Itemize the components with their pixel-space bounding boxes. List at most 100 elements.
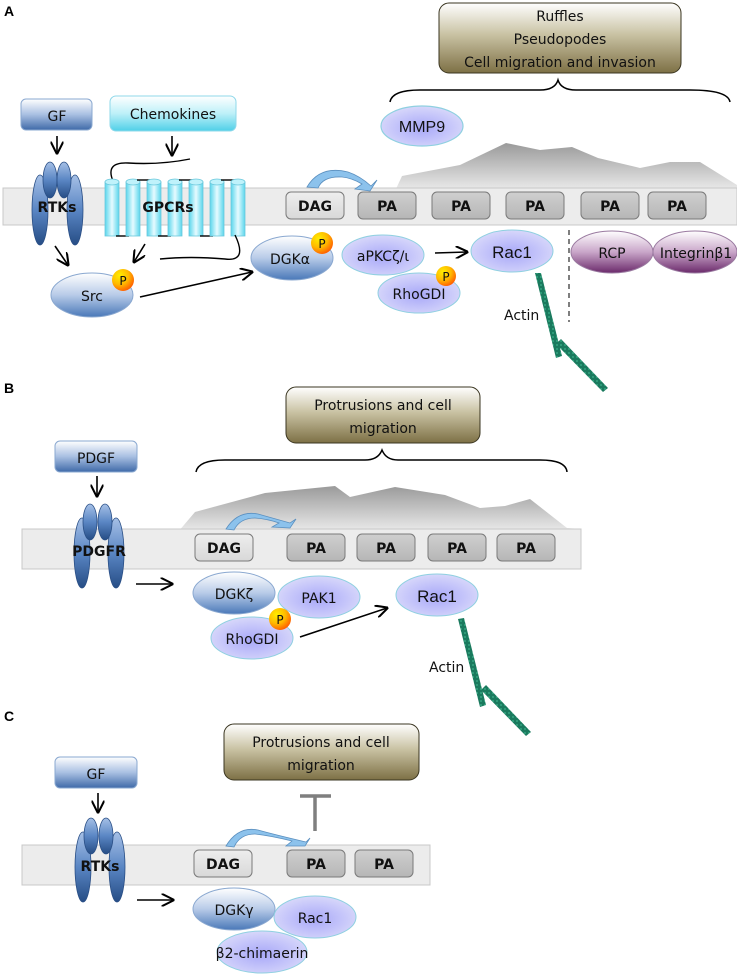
arrow-apkc-rac1: [434, 252, 467, 253]
dgk-zeta-label: DGKζ: [215, 587, 253, 603]
pa-lipid: PA: [286, 849, 346, 878]
outcome-line: Ruffles: [536, 9, 583, 25]
curly-brace-a: [389, 77, 731, 103]
ligand-label: PDGF: [77, 451, 115, 467]
rtk-receptor-a: RTKs: [31, 161, 84, 246]
actin-filament-b: [458, 618, 531, 736]
phospho-label: P: [119, 274, 126, 288]
lipid-label: PA: [451, 199, 471, 215]
actin-label: Actin: [504, 308, 539, 324]
pak1-label: PAK1: [301, 591, 336, 607]
phospho-badge: [436, 266, 456, 286]
pak1-protein: [277, 575, 361, 619]
lipid-label: PA: [667, 199, 687, 215]
ruffle-shape-a: [395, 143, 737, 191]
rac1-protein-a: [470, 229, 554, 273]
dgk-gamma-protein: [192, 887, 276, 931]
pa-lipid: PA: [356, 533, 416, 562]
lipid-label: PA: [600, 199, 620, 215]
outcome-line: Cell migration and invasion: [464, 55, 656, 71]
rtk-receptor-c: RTKs: [74, 817, 126, 903]
receptor-label: PDGFR: [72, 544, 126, 560]
phospho-badge: [112, 269, 134, 291]
lipid-label: PA: [447, 541, 467, 557]
pdgfr-receptor: PDGFR: [72, 503, 126, 589]
receptor-label: GPCRs: [142, 200, 193, 216]
src-label: Src: [81, 289, 103, 305]
lipid-label: DAG: [206, 857, 240, 873]
rhogdi-label: RhoGDI: [393, 287, 446, 303]
dag-to-pa-arrow-a: [306, 169, 378, 192]
panel-c: C Protrusions and cell migration GF RTKs…: [4, 708, 431, 974]
gpcr-extracellular-loop: [110, 158, 191, 182]
lipid-label: PA: [306, 541, 326, 557]
chimaerin-label: β2-chimaerin: [216, 946, 309, 962]
pa-lipid: PA: [505, 191, 565, 220]
lipid-label: PA: [377, 199, 397, 215]
gpcr-helix: [209, 178, 225, 237]
dag-lipid: DAG: [193, 849, 253, 878]
ruffle-shape-b: [178, 486, 581, 532]
dgk-alpha-label: DGKα: [270, 252, 310, 268]
dag-lipid: DAG: [285, 191, 345, 220]
outcome-line: Pseudopodes: [514, 32, 607, 48]
phospho-badge: [269, 608, 291, 630]
rac1-protein-c: [273, 895, 357, 939]
rhogdi-label: RhoGDI: [226, 632, 279, 648]
rac1-label: Rac1: [492, 243, 532, 262]
membrane-lipids-c: DAG PA PA: [193, 849, 414, 878]
lipid-label: DAG: [207, 541, 241, 557]
ligand-box-chemokines: [109, 95, 237, 132]
gpcr-receptor: GPCRs: [104, 178, 246, 237]
arrow-src-dgk: [139, 272, 252, 298]
pa-lipid: PA: [286, 533, 346, 562]
arrow-rhogdi-rac1: [299, 608, 387, 638]
outcome-box-b: Protrusions and cell migration: [285, 386, 481, 444]
integrin-b1-protein: [652, 230, 737, 274]
outcome-box-c: Protrusions and cell migration: [223, 723, 420, 781]
phospho-label: P: [276, 613, 283, 627]
lipid-label: PA: [374, 857, 394, 873]
ligand-label: Chemokines: [130, 107, 216, 123]
mmp9-label: MMP9: [399, 119, 445, 136]
actin-label: Actin: [429, 660, 464, 676]
panel-label-a: A: [4, 3, 14, 19]
pa-lipid: PA: [427, 533, 487, 562]
ligand-label: GF: [87, 767, 106, 783]
outcome-line: Protrusions and cell: [252, 735, 390, 751]
gpcr-helix: [146, 178, 162, 237]
mmp9-protein: [380, 105, 464, 147]
phospho-badge: [311, 232, 333, 254]
gpcr-helix: [104, 178, 120, 237]
curly-brace-b: [195, 447, 568, 473]
panel-b: B Protrusions and cell migration PDGF PD…: [4, 380, 582, 736]
integrin-label: Integrinβ1: [660, 246, 732, 262]
outcome-line: migration: [287, 758, 355, 774]
apkc-protein: [341, 234, 425, 276]
panel-a: A Ruffles Pseudopodes Cell migration and…: [2, 2, 737, 392]
lipid-label: PA: [376, 541, 396, 557]
outcome-line: migration: [349, 421, 417, 437]
gpcr-helix: [230, 178, 246, 237]
outcome-line: Protrusions and cell: [314, 398, 452, 414]
dgk-zeta-protein: [192, 571, 276, 615]
lipid-label: PA: [516, 541, 536, 557]
actin-filament-a: [535, 273, 608, 392]
pa-lipid: PA: [647, 191, 707, 220]
b2-chimaerin-protein: [216, 930, 308, 974]
ligand-label: GF: [48, 109, 67, 125]
lipid-label: PA: [525, 199, 545, 215]
receptor-label: RTKs: [81, 859, 120, 875]
rac1-label: Rac1: [417, 587, 457, 606]
rac1-protein-b: [395, 573, 479, 617]
lipid-label: DAG: [298, 199, 332, 215]
panel-label-b: B: [4, 380, 14, 396]
rhogdi-protein-b: [210, 616, 294, 660]
inhibition-symbol: [300, 794, 331, 831]
phospho-label: P: [442, 270, 449, 284]
gpcr-helix: [188, 178, 204, 237]
ligand-box-pdgf: [54, 440, 138, 473]
ligand-box-gf-c: [54, 756, 138, 789]
membrane-lipids-a: DAG PA PA PA PA PA: [285, 191, 707, 220]
gpcr-intracellular-loop: [159, 234, 241, 260]
